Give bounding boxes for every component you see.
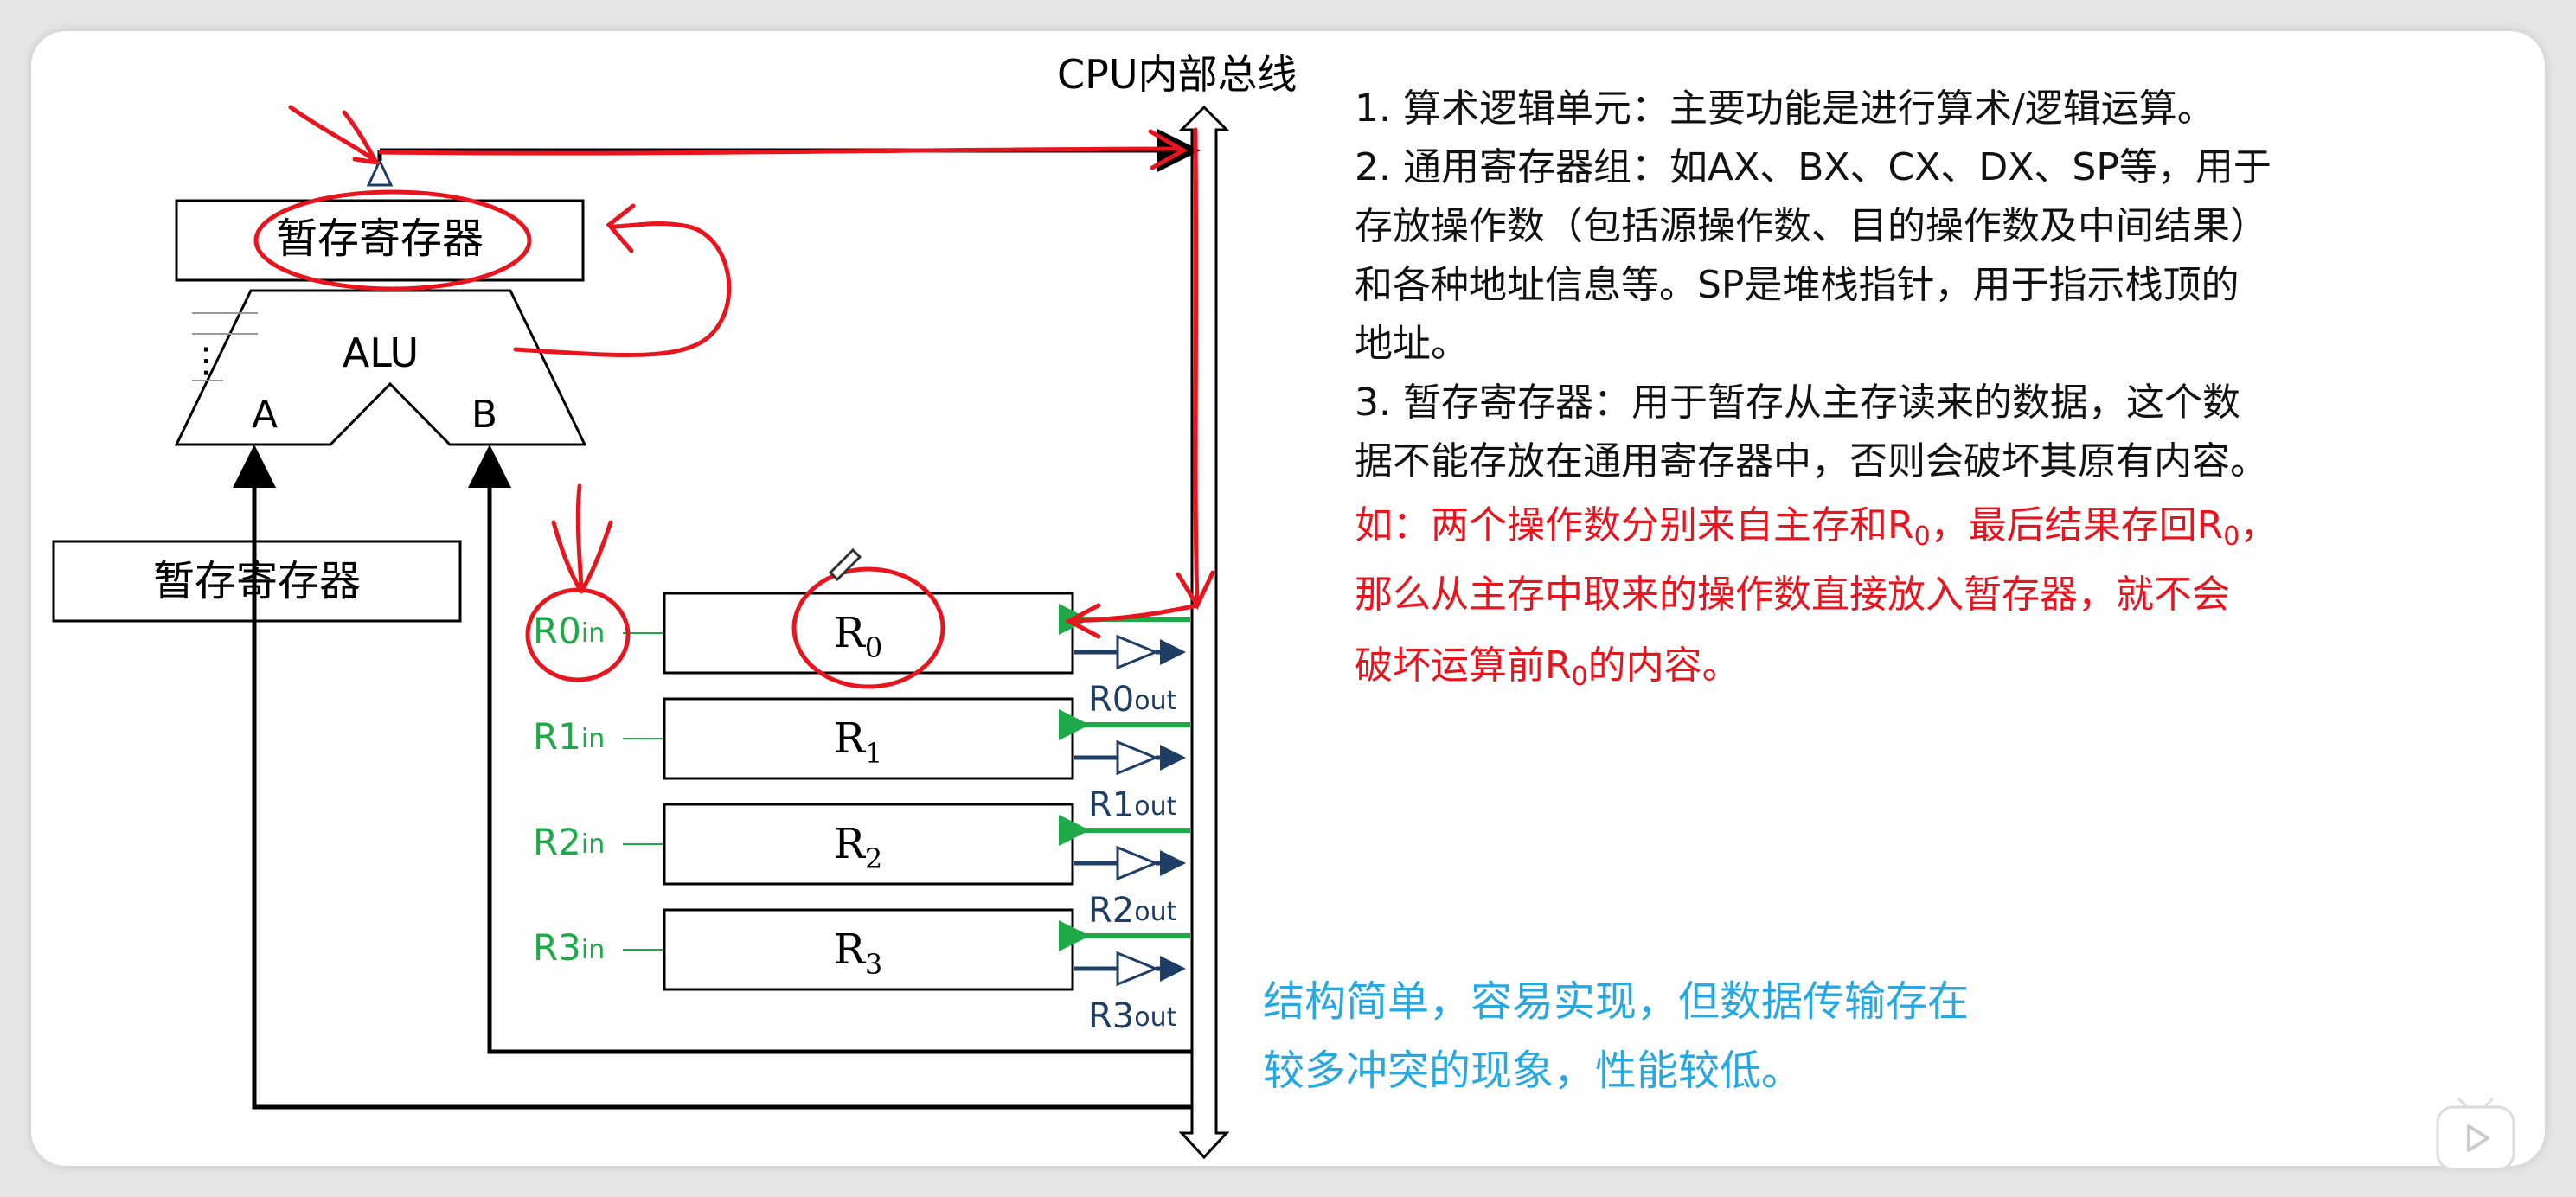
note-red-line-1: 如：两个操作数分别来自主存和R0，最后结果存回R0， — [1355, 496, 2278, 566]
note-red-1b: ，最后结果存回R — [1930, 503, 2224, 547]
bus-label: CPU内部总线 — [1057, 51, 1298, 98]
alu-output-buffer-icon — [366, 157, 394, 187]
note-red-line-2: 那么从主存中取来的操作数直接放入暂存器，就不会 — [1355, 573, 2230, 617]
annotation-arrow-top-icon — [288, 105, 380, 165]
register-out-label-0: R0out — [1088, 680, 1177, 720]
note-red-3b: 的内容。 — [1587, 643, 1740, 688]
annotation-loop-arrow — [513, 203, 732, 357]
register-out-label-2: R2out — [1088, 891, 1177, 931]
register-in-label-0: R0in — [533, 610, 605, 652]
note-red-sub: 0 — [1571, 662, 1588, 692]
register-out-buffer-icon-0 — [1116, 634, 1159, 670]
annotation-circle-temp-register — [253, 189, 532, 291]
annotation-top-bus-line — [378, 129, 1189, 170]
pen-cursor-icon — [828, 547, 862, 582]
annotation-circle-r0 — [791, 566, 945, 689]
register-name-0: R0 — [834, 609, 883, 664]
alu-label: ALU — [343, 330, 419, 376]
temp-register-top — [175, 199, 585, 282]
register-in-label-2: R2in — [533, 821, 605, 863]
register-in-label-1: R1in — [533, 715, 605, 758]
note-red-line-3: 破坏运算前R0的内容。 — [1355, 637, 1740, 707]
note-red-1c: ， — [2240, 503, 2278, 547]
register-out-buffer-icon-3 — [1116, 951, 1159, 987]
note-line-7: 据不能存放在通用寄存器中，否则会破坏其原有内容。 — [1355, 439, 2268, 483]
note-line-3: 存放操作数（包括源操作数、目的操作数及中间结果） — [1355, 204, 2268, 248]
bus-to-input-a-line — [233, 445, 1192, 1110]
note-line-5: 地址。 — [1355, 322, 1469, 366]
note-red-sub: 0 — [2223, 522, 2240, 552]
register-in-label-3: R3in — [533, 926, 605, 969]
register-box-1 — [663, 697, 1074, 780]
note-red-1a: 如：两个操作数分别来自主存和R — [1355, 503, 1914, 547]
alu-shape — [174, 289, 587, 446]
alu-input-a-label: A — [252, 393, 278, 437]
summary-line-2: 较多冲突的现象，性能较低。 — [1263, 1047, 1804, 1095]
register-out-label-3: R3out — [1088, 996, 1177, 1036]
play-button-icon[interactable] — [2432, 1091, 2519, 1175]
note-line-4: 和各种地址信息等。SP是堆栈指针，用于指示栈顶的 — [1355, 263, 2240, 307]
cpu-bus — [1178, 105, 1230, 1160]
note-red-3a: 破坏运算前R — [1355, 643, 1572, 688]
register-name-1: R1 — [834, 714, 883, 770]
register-out-buffer-icon-2 — [1116, 845, 1159, 881]
register-out-buffer-icon-1 — [1116, 739, 1159, 776]
register-name-3: R3 — [834, 925, 883, 981]
annotation-r0-in-arrow — [1064, 603, 1200, 639]
register-out-label-1: R1out — [1088, 785, 1177, 825]
register-name-2: R2 — [834, 820, 883, 875]
note-line-2: 2. 通用寄存器组：如AX、BX、CX、DX、SP等，用于 — [1355, 145, 2272, 189]
bus-to-input-b-line — [468, 445, 1192, 1054]
summary-line-1: 结构简单，容易实现，但数据传输存在 — [1263, 977, 1970, 1026]
note-line-6: 3. 暂存寄存器：用于暂存从主存读来的数据，这个数 — [1355, 381, 2240, 425]
general-register-group: R0R0inR0outR1R1inR1outR2R2inR2outR3R3inR… — [533, 592, 1190, 1036]
temp-register-left — [52, 540, 462, 623]
alu-control-dots: ⋮ — [189, 341, 223, 381]
red-annotations — [253, 105, 1215, 689]
annotation-circle-r0-in — [525, 587, 631, 682]
note-line-1: 1. 算术逻辑单元：主要功能是进行算术/逻辑运算。 — [1355, 86, 2215, 131]
temp-register-top-label: 暂存寄存器 — [276, 214, 484, 263]
annotation-r0-in-down-arrow — [551, 483, 613, 594]
note-red-sub: 0 — [1913, 522, 1931, 552]
temp-register-left-label: 暂存寄存器 — [153, 557, 361, 605]
alu-input-b-label: B — [471, 393, 497, 437]
